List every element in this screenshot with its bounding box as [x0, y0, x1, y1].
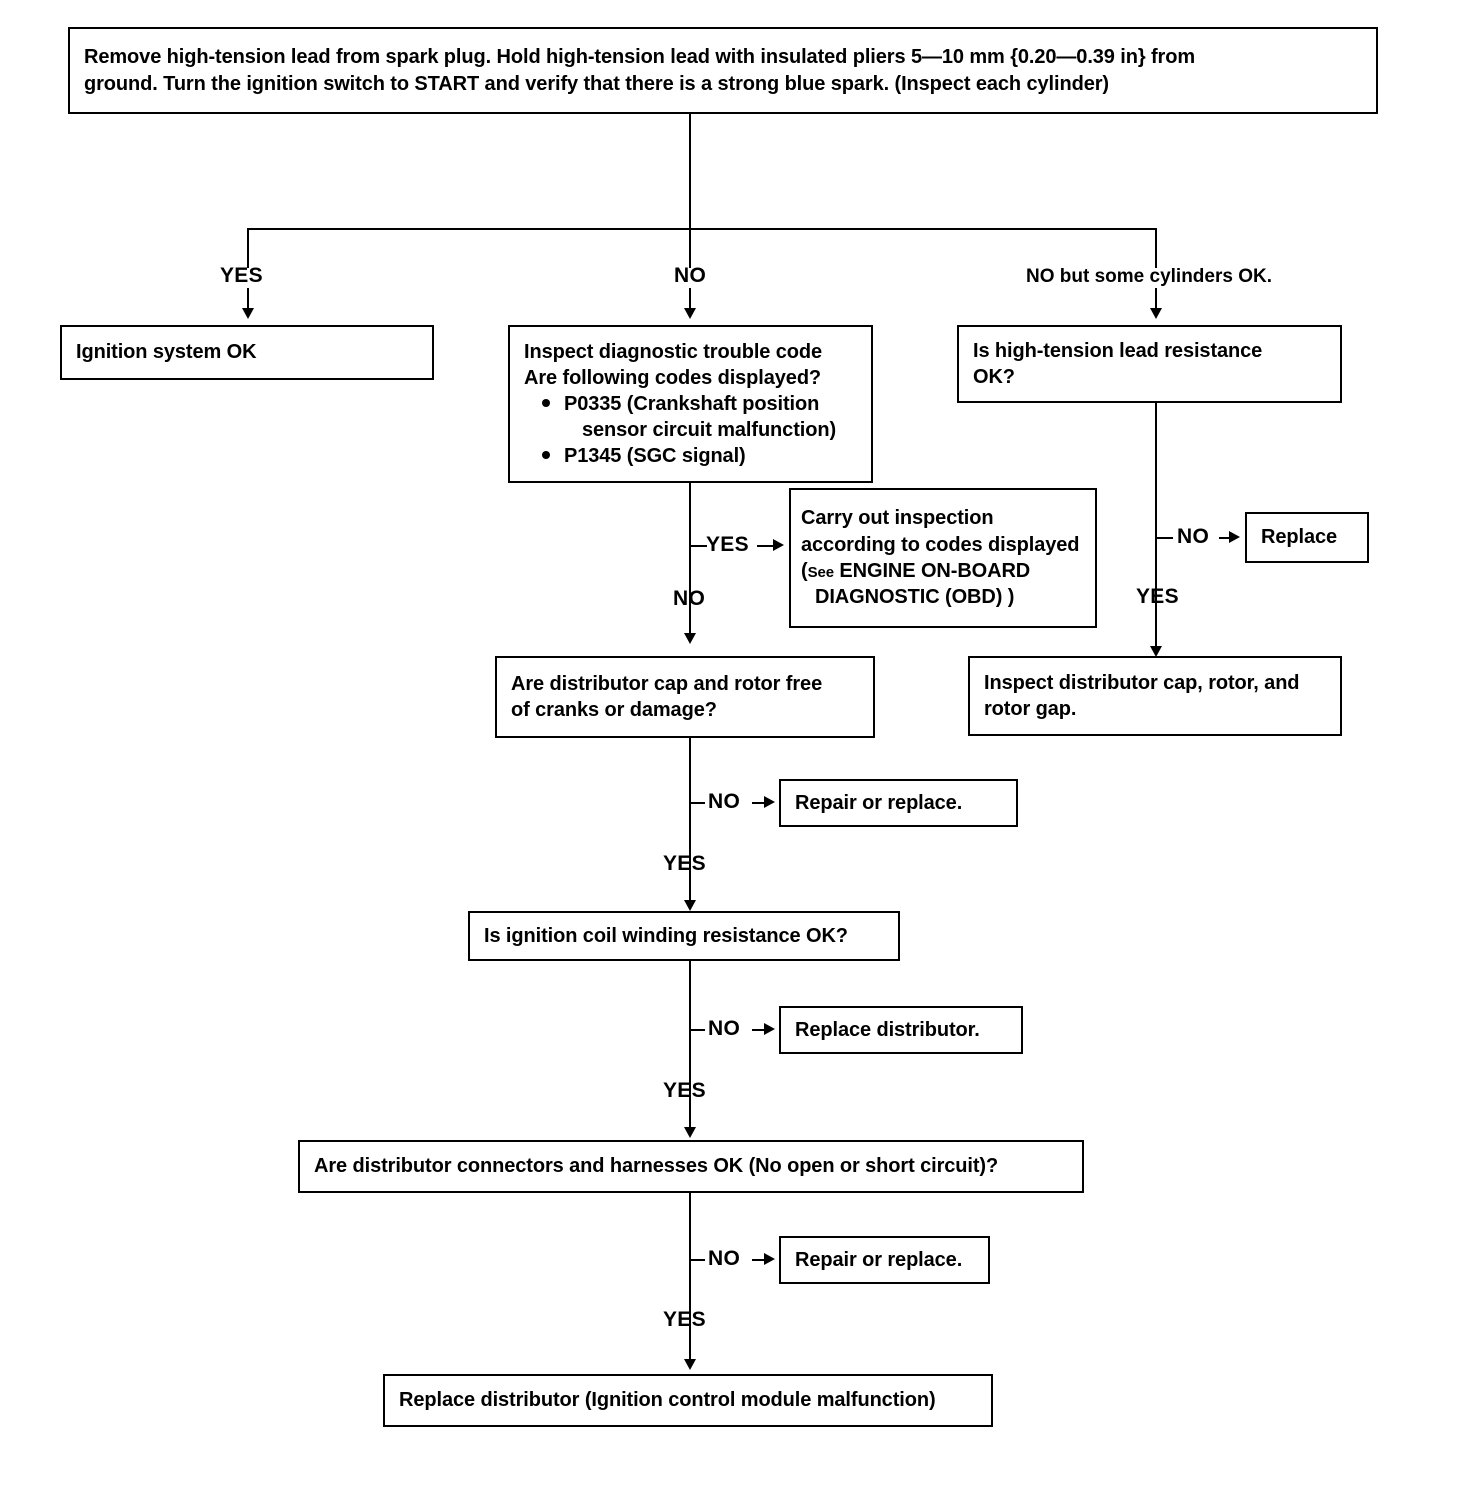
connector-coil-no-tick [689, 1029, 705, 1031]
node-cap-rotor-line2: of cranks or damage? [511, 699, 717, 721]
node-coil-winding-line1: Is ignition coil winding resistance OK? [484, 924, 848, 947]
node-coil-winding: Is ignition coil winding resistance OK? [468, 911, 900, 961]
label-yes-dtc: YES [706, 533, 749, 556]
connector-yes-left-arrowline [247, 288, 249, 311]
arrow-into-ignition-ok [242, 308, 254, 319]
node-connectors-harnesses-line1: Are distributor connectors and harnesses… [314, 1155, 999, 1178]
connector-branch-no-center [689, 228, 691, 268]
node-carry-out-inspection: Carry out inspection according to codes … [789, 488, 1097, 628]
bullet-dot-icon [542, 451, 550, 460]
node-repair-or-replace-1: Repair or replace. [779, 779, 1018, 827]
arrow-into-final [684, 1359, 696, 1370]
node-cap-rotor-line1: Are distributor cap and rotor free [511, 672, 823, 695]
node-carry-out-line3: (See ENGINE ON-BOARD [801, 558, 1085, 584]
label-no-dtc: NO [673, 587, 706, 610]
dtc-p1345-line1: P1345 (SGC signal) [564, 445, 746, 468]
node-carry-out-line4: DIAGNOSTIC (OBD) ) [815, 586, 1015, 609]
node-repair-replace-2-line1: Repair or replace. [795, 1248, 963, 1271]
node-ht-lead-line2: OK? [973, 366, 1015, 388]
node-repair-or-replace-2: Repair or replace. [779, 1236, 990, 1284]
node-ht-lead-resistance: Is high-tension lead resistance OK? [957, 325, 1342, 403]
node-dtc-check-line1: Inspect diagnostic trouble code [524, 340, 823, 363]
node-connectors-harnesses: Are distributor connectors and harnesses… [298, 1140, 1084, 1193]
node-replace-line1: Replace [1261, 526, 1338, 549]
label-no-harness: NO [708, 1247, 741, 1270]
connector-harness-down [689, 1193, 691, 1359]
connector-coil-down [689, 961, 691, 1127]
carry-out-obd-ref: ENGINE ON-BOARD [839, 560, 1031, 582]
node-start-line1: Remove high-tension lead from spark plug… [84, 46, 1196, 69]
arrow-into-repair-or-replace-2 [764, 1253, 775, 1265]
connector-ht-lead-no-tick [1155, 537, 1173, 539]
dtc-code-item-p1345: P1345 (SGC signal) [542, 443, 857, 469]
arrow-into-repair-or-replace-1 [764, 796, 775, 808]
arrow-into-inspect-cap-rotor-gap [1150, 646, 1162, 657]
node-replace-distributor-1: Replace distributor. [779, 1006, 1023, 1054]
node-cap-rotor-free: Are distributor cap and rotor free of cr… [495, 656, 875, 738]
dtc-code-list: P0335 (Crankshaft position sensor circui… [524, 391, 857, 469]
connector-cap-rotor-down [689, 738, 691, 900]
label-yes-cap-rotor: YES [663, 852, 706, 875]
connector-cap-rotor-no-tick [689, 802, 705, 804]
label-no-center: NO [674, 264, 707, 287]
label-no-coil: NO [708, 1017, 741, 1040]
connector-ht-lead-down [1155, 403, 1157, 647]
label-no-cap-rotor: NO [708, 790, 741, 813]
arrow-into-cap-rotor-free [684, 633, 696, 644]
connector-ht-lead-no-line [1219, 537, 1231, 539]
node-inspect-gap-line1: Inspect distributor cap, rotor, and [984, 671, 1300, 694]
label-yes-coil: YES [663, 1079, 706, 1102]
connector-branch-yes-left [247, 228, 249, 268]
node-inspect-gap-line2: rotor gap. [984, 698, 1077, 720]
node-start-line2: ground. Turn the ignition switch to STAR… [84, 72, 1109, 95]
node-carry-out-line2: according to codes displayed [801, 533, 1080, 556]
node-ignition-ok-line1: Ignition system OK [76, 341, 257, 364]
connector-dtc-down [689, 483, 691, 633]
carry-out-paren-open: ( [801, 560, 808, 582]
node-final-replace-distributor: Replace distributor (Ignition control mo… [383, 1374, 993, 1427]
arrow-into-connectors-harnesses [684, 1127, 696, 1138]
node-carry-out-line1: Carry out inspection [801, 507, 994, 530]
node-replace-distributor-1-line1: Replace distributor. [795, 1018, 980, 1041]
arrow-into-ht-lead-resistance [1150, 308, 1162, 319]
carry-out-see-word: See [807, 564, 834, 581]
label-yes-left: YES [220, 264, 263, 287]
label-no-ht-lead: NO [1177, 525, 1210, 548]
node-final-line1: Replace distributor (Ignition control mo… [399, 1389, 936, 1412]
dtc-p0335-line1: P0335 (Crankshaft position [564, 393, 820, 416]
connector-dtc-yes-tick [689, 545, 707, 547]
node-repair-replace-1-line1: Repair or replace. [795, 791, 963, 814]
node-inspect-cap-rotor-gap: Inspect distributor cap, rotor, and roto… [968, 656, 1342, 736]
node-dtc-check-line2: Are following codes displayed? [524, 367, 822, 389]
label-yes-harness: YES [663, 1308, 706, 1331]
label-no-some-cylinders: NO but some cylinders OK. [1026, 266, 1272, 287]
connector-coil-no-line [752, 1029, 766, 1031]
connector-start-down [689, 114, 691, 229]
connector-cap-rotor-no-line [752, 802, 766, 804]
node-ht-lead-line1: Is high-tension lead resistance [973, 339, 1263, 362]
connector-harness-no-line [752, 1259, 766, 1261]
node-ignition-system-ok: Ignition system OK [60, 325, 434, 380]
node-dtc-check: Inspect diagnostic trouble code Are foll… [508, 325, 873, 483]
arrow-into-dtc-check [684, 308, 696, 319]
arrow-into-replace [1229, 531, 1240, 543]
arrow-into-replace-distributor-1 [764, 1023, 775, 1035]
label-yes-ht-lead: YES [1136, 585, 1179, 608]
connector-branch-no-some [1155, 228, 1157, 268]
node-start: Remove high-tension lead from spark plug… [68, 27, 1378, 114]
dtc-code-item-p0335: P0335 (Crankshaft position sensor circui… [542, 391, 857, 443]
arrow-into-carry-out-inspection [773, 539, 784, 551]
connector-distribution-bar [247, 228, 1157, 230]
bullet-dot-icon [542, 399, 550, 408]
connector-harness-no-tick [689, 1259, 705, 1261]
connector-dtc-yes-line [757, 545, 775, 547]
arrow-into-coil-winding [684, 900, 696, 911]
connector-no-some-arrowline [1155, 288, 1157, 311]
node-replace: Replace [1245, 512, 1369, 563]
dtc-p0335-line2: sensor circuit malfunction) [582, 419, 837, 442]
connector-no-center-arrowline [689, 288, 691, 311]
